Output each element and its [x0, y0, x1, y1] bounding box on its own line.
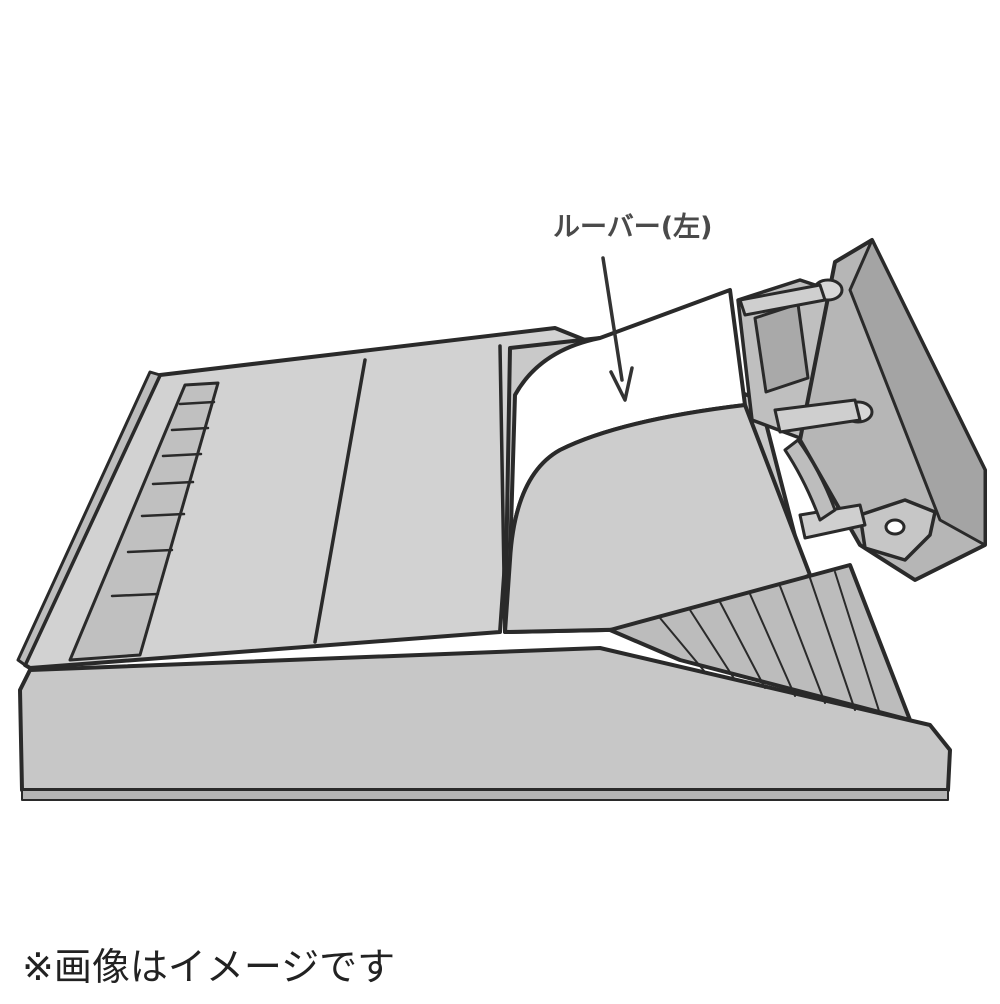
- front-grille: [608, 563, 912, 722]
- callout-arrow-shaft: [601, 256, 624, 382]
- image-caption: ※画像はイメージです: [22, 945, 396, 989]
- callout-arrow-head: [609, 366, 634, 402]
- top-vent-grille: [68, 381, 220, 662]
- louver-front-panel: [503, 403, 812, 634]
- louver-callout-label: ルーバー(左): [553, 212, 713, 243]
- unit-bottom-strip: [21, 789, 949, 801]
- unit-side-panel: [16, 370, 162, 667]
